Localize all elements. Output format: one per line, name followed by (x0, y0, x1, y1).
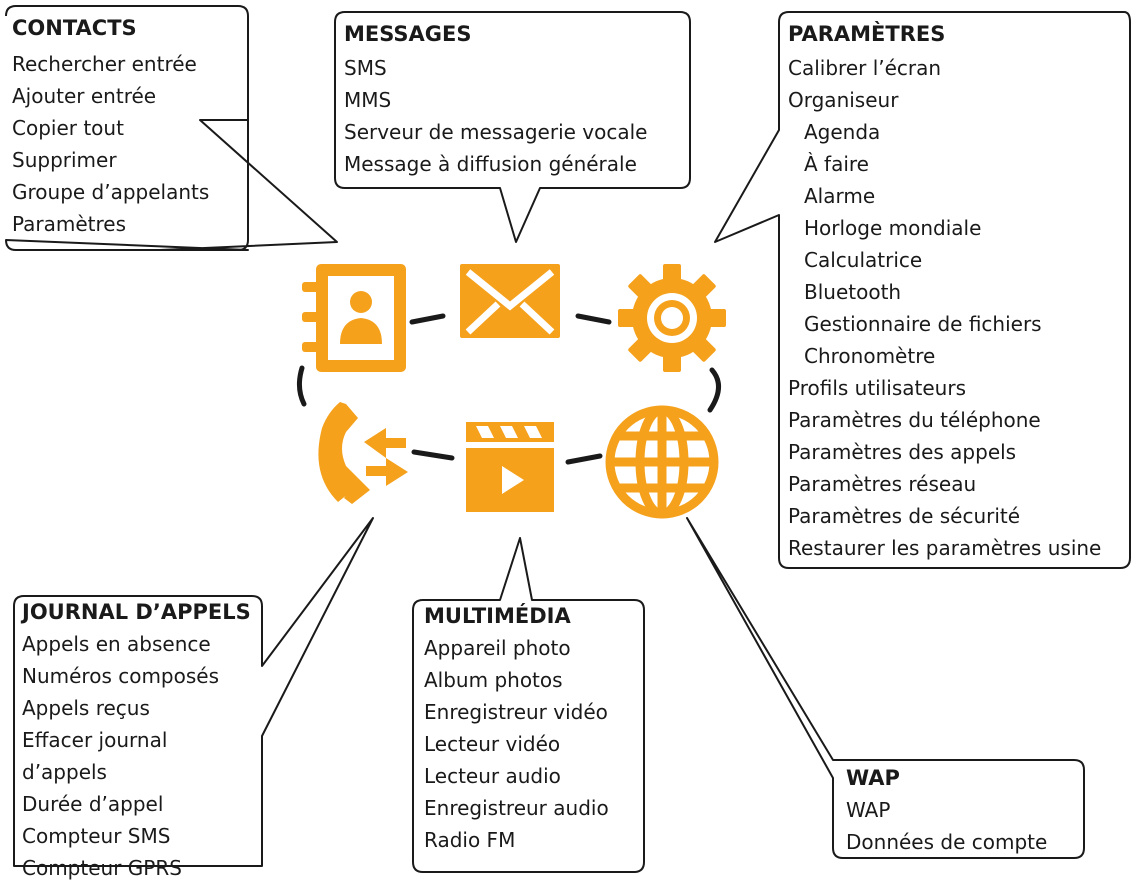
call-log-bubble (13, 517, 374, 867)
menu-item[interactable]: Enregistreur vidéo (424, 700, 608, 724)
messages-title: MESSAGES (344, 22, 472, 46)
menu-item[interactable]: Organiseur (788, 88, 899, 112)
address-book-icon (302, 264, 406, 372)
menu-item[interactable]: Lecteur vidéo (424, 732, 561, 756)
call-log-panel: JOURNAL D’APPELS Appels en absence Numér… (22, 598, 251, 884)
contacts-title: CONTACTS (12, 16, 137, 40)
messages-bubble (334, 11, 691, 243)
submenu-item[interactable]: Bluetooth (804, 280, 902, 304)
menu-item[interactable]: Paramètres (12, 212, 127, 236)
icon-connectors (296, 313, 721, 465)
submenu-item[interactable]: Horloge mondiale (804, 216, 982, 240)
menu-item[interactable]: Enregistreur audio (424, 796, 609, 820)
menu-item[interactable]: Données de compte (846, 830, 1048, 854)
envelope-icon (460, 264, 560, 338)
wap-bubble (686, 517, 1085, 859)
contacts-bubble (5, 5, 338, 251)
submenu-item[interactable]: Calculatrice (804, 248, 923, 272)
menu-item[interactable]: Copier tout (12, 116, 124, 140)
menu-item[interactable]: Message à diffusion générale (344, 152, 637, 176)
submenu-item[interactable]: Agenda (804, 120, 881, 144)
menu-item[interactable]: SMS (344, 56, 387, 80)
menu-item[interactable]: Appareil photo (424, 636, 571, 660)
settings-panel: PARAMÈTRES Calibrer l’écran Organiseur A… (788, 20, 1101, 564)
multimedia-panel: MULTIMÉDIA Appareil photo Album photos E… (424, 602, 609, 856)
menu-item[interactable]: Compteur GPRS (22, 856, 182, 880)
film-clapper-icon (466, 422, 554, 512)
submenu-item[interactable]: Chronomètre (804, 344, 936, 368)
menu-item[interactable]: Rechercher entrée (12, 52, 197, 76)
contacts-panel: CONTACTS Rechercher entrée Ajouter entré… (12, 14, 209, 240)
menu-item[interactable]: Paramètres réseau (788, 472, 977, 496)
call-log-icon (318, 402, 408, 504)
multimedia-bubble (412, 537, 645, 873)
menu-item[interactable]: Restaurer les paramètres usine (788, 536, 1102, 560)
multimedia-title: MULTIMÉDIA (424, 604, 571, 628)
wap-title: WAP (846, 766, 900, 790)
menu-item[interactable]: Paramètres des appels (788, 440, 1017, 464)
globe-icon (605, 405, 719, 519)
wap-panel: WAP WAP Données de compte (846, 764, 1047, 858)
menu-item[interactable]: Supprimer (12, 148, 117, 172)
menu-item[interactable]: Effacer journal (22, 728, 168, 752)
submenu-item[interactable]: À faire (804, 152, 869, 176)
menu-item[interactable]: d’appels (22, 760, 107, 784)
call-log-title: JOURNAL D’APPELS (22, 600, 251, 624)
menu-item[interactable]: Serveur de messagerie vocale (344, 120, 648, 144)
menu-item[interactable]: Appels en absence (22, 632, 211, 656)
menu-item[interactable]: Profils utilisateurs (788, 376, 966, 400)
menu-item[interactable]: Groupe d’appelants (12, 180, 210, 204)
menu-item[interactable]: Paramètres du téléphone (788, 408, 1041, 432)
menu-item[interactable]: MMS (344, 88, 392, 112)
messages-panel: MESSAGES SMS MMS Serveur de messagerie v… (344, 20, 648, 180)
menu-item[interactable]: Calibrer l’écran (788, 56, 942, 80)
menu-item[interactable]: Ajouter entrée (12, 84, 157, 108)
submenu-item[interactable]: Alarme (804, 184, 876, 208)
submenu-item[interactable]: Gestionnaire de fichiers (804, 312, 1042, 336)
menu-item[interactable]: Paramètres de sécurité (788, 504, 1021, 528)
menu-item[interactable]: Lecteur audio (424, 764, 561, 788)
menu-item[interactable]: WAP (846, 798, 891, 822)
menu-item[interactable]: Appels reçus (22, 696, 150, 720)
gear-icon (618, 264, 726, 372)
menu-item[interactable]: Durée d’appel (22, 792, 164, 816)
menu-item[interactable]: Album photos (424, 668, 563, 692)
menu-item[interactable]: Radio FM (424, 828, 516, 852)
settings-title: PARAMÈTRES (788, 22, 946, 46)
menu-item[interactable]: Numéros composés (22, 664, 220, 688)
settings-bubble (714, 11, 1131, 569)
menu-item[interactable]: Compteur SMS (22, 824, 171, 848)
